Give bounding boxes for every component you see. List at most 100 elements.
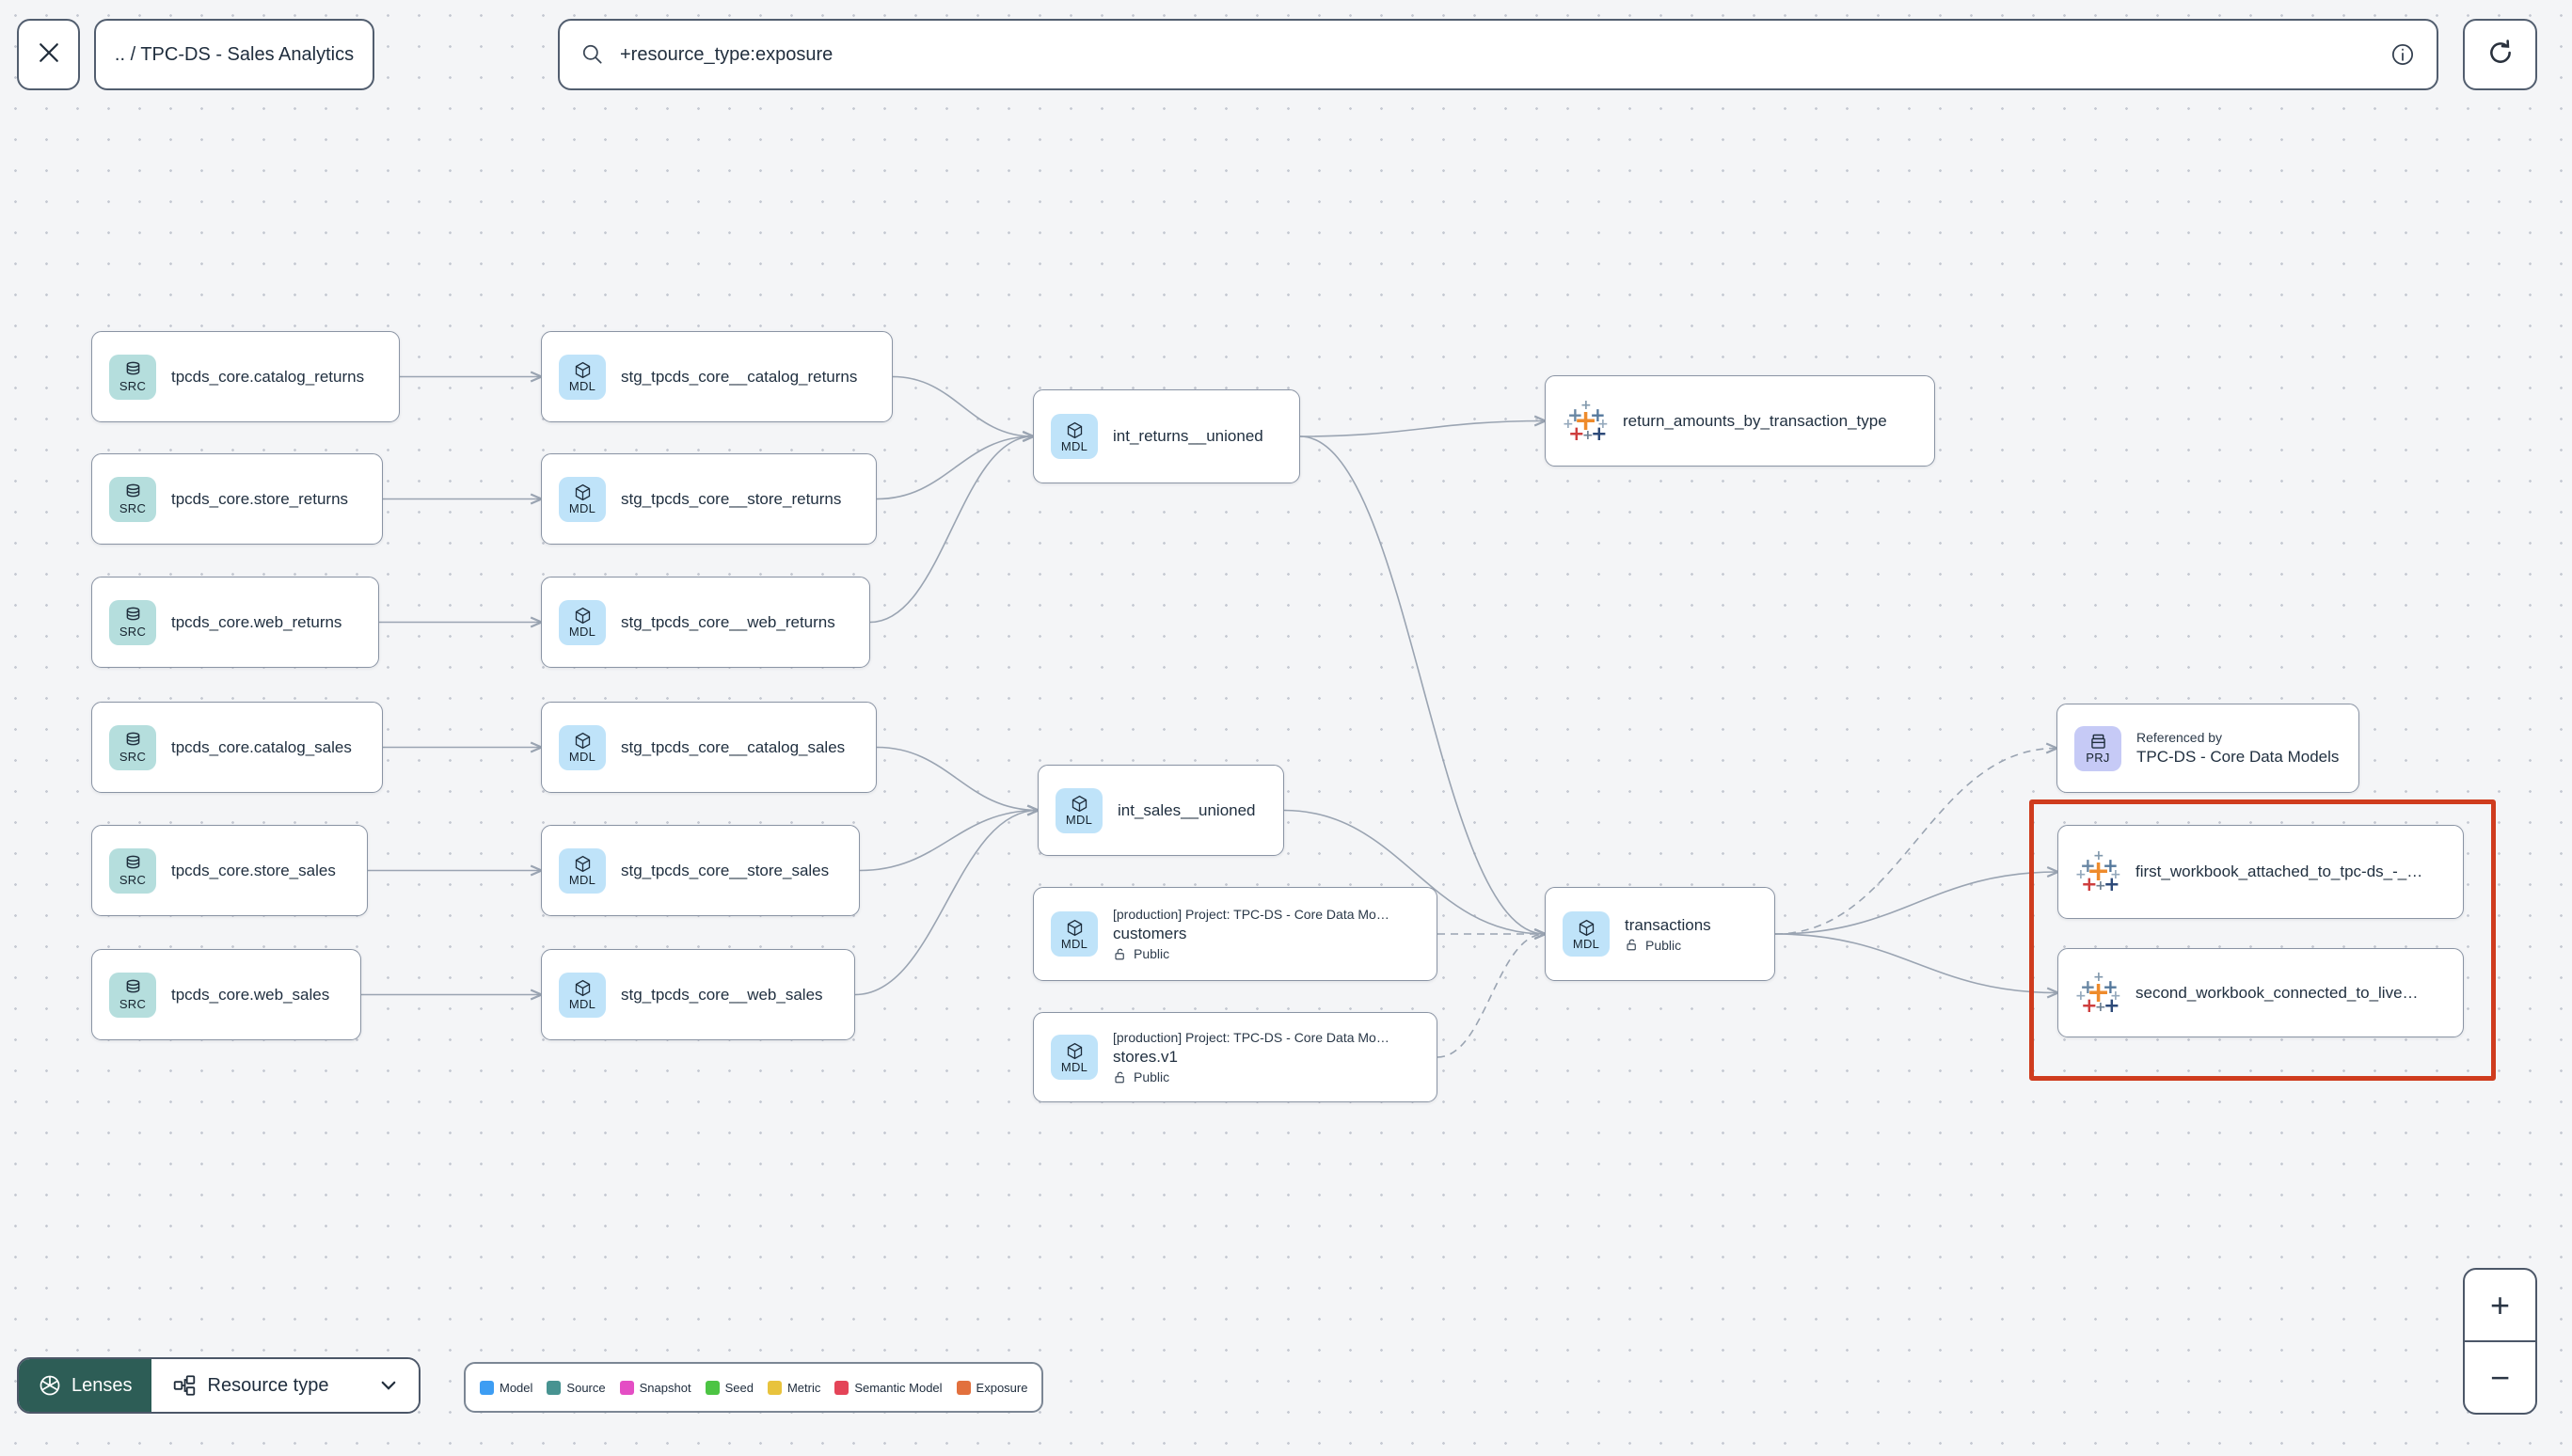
node-badge-source: SRC	[109, 724, 156, 770]
legend-label: Snapshot	[639, 1380, 691, 1395]
node-visibility-label: Public	[1645, 937, 1682, 953]
edge-transactions-to-first_workbook	[1774, 872, 2057, 935]
cube-icon	[1577, 918, 1596, 938]
cube-icon	[1065, 420, 1085, 440]
edge-stores-to-transactions	[1437, 934, 1545, 1058]
lenses-group: Lenses Resource type	[17, 1357, 421, 1414]
search-bar[interactable]	[558, 19, 2438, 90]
edge-stg_web_returns-to-int_returns	[869, 436, 1033, 624]
breadcrumb[interactable]: .. / TPC-DS - Sales Analytics	[94, 19, 374, 90]
node-label: stg_tpcds_core__web_sales	[621, 985, 823, 1004]
edge-stg_store_returns-to-int_returns	[876, 436, 1033, 500]
node-label: tpcds_core.store_sales	[171, 861, 336, 879]
cube-icon	[1070, 794, 1089, 814]
node-badge-label: MDL	[1065, 813, 1093, 827]
node-label: return_amounts_by_transaction_type	[1623, 411, 1887, 430]
graph-node-stores[interactable]: MDL[production] Project: TPC-DS - Core D…	[1033, 1012, 1437, 1102]
node-visibility-label: Public	[1134, 946, 1170, 961]
graph-node-src_catalog_returns[interactable]: SRC tpcds_core.catalog_returns	[91, 331, 400, 422]
node-badge-model: MDL	[1563, 911, 1610, 957]
node-badge-label: SRC	[119, 501, 147, 515]
node-badge-model: MDL	[559, 972, 606, 1018]
search-icon	[580, 42, 605, 67]
node-badge-project: PRJ	[2074, 725, 2121, 771]
node-badge-model: MDL	[559, 847, 606, 894]
edge-transactions-to-referenced_by	[1774, 749, 2056, 935]
node-badge-label: MDL	[1060, 1059, 1088, 1074]
node-badge-source: SRC	[109, 354, 156, 400]
tableau-icon: +++++++++	[2075, 848, 2121, 895]
graph-node-stg_catalog_returns[interactable]: MDL stg_tpcds_core__catalog_returns	[541, 331, 893, 422]
graph-node-src_catalog_sales[interactable]: SRC tpcds_core.catalog_sales	[91, 702, 383, 793]
resource-type-button[interactable]: Resource type	[151, 1359, 419, 1412]
info-icon[interactable]	[2389, 41, 2416, 68]
legend-swatch	[705, 1380, 720, 1395]
graph-node-second_workbook[interactable]: +++++++++second_workbook_connected_to_li…	[2057, 948, 2464, 1037]
node-badge-label: MDL	[568, 379, 596, 393]
node-badge-label: MDL	[1060, 936, 1088, 951]
zoom-out-button[interactable]: −	[2489, 1357, 2511, 1397]
graph-node-src_store_returns[interactable]: SRC tpcds_core.store_returns	[91, 453, 383, 545]
tableau-icon: +++++++++	[2075, 969, 2121, 1017]
refresh-icon	[2485, 37, 2516, 73]
close-button[interactable]	[17, 19, 80, 90]
resource-type-label: Resource type	[207, 1374, 329, 1396]
node-badge-label: SRC	[119, 625, 147, 639]
edge-stg_catalog_returns-to-int_returns	[892, 375, 1033, 437]
edge-stg_store_sales-to-int_sales	[859, 811, 1038, 872]
node-visibility: Public	[1113, 946, 1389, 961]
legend-swatch	[480, 1380, 494, 1395]
search-input[interactable]	[618, 42, 2376, 67]
node-label: tpcds_core.web_sales	[171, 985, 330, 1004]
node-badge-model: MDL	[559, 724, 606, 770]
chevron-down-icon	[379, 1376, 398, 1395]
node-badge-model: MDL	[1056, 787, 1103, 833]
graph-node-customers[interactable]: MDL[production] Project: TPC-DS - Core D…	[1033, 887, 1437, 981]
node-badge-model: MDL	[1051, 1035, 1098, 1080]
edge-stg_web_sales-to-int_sales	[854, 811, 1038, 996]
zoom-in-button[interactable]: +	[2465, 1270, 2535, 1342]
graph-node-stg_web_sales[interactable]: MDL stg_tpcds_core__web_sales	[541, 949, 855, 1040]
breadcrumb-label: .. / TPC-DS - Sales Analytics	[114, 43, 355, 65]
graph-node-first_workbook[interactable]: +++++++++first_workbook_attached_to_tpc-…	[2057, 825, 2464, 919]
graph-node-return_amounts[interactable]: +++++++++return_amounts_by_transaction_t…	[1545, 375, 1935, 467]
node-badge-label: MDL	[568, 501, 596, 515]
cube-icon	[1065, 918, 1085, 938]
node-visibility-label: Public	[1134, 1069, 1170, 1084]
aperture-icon	[38, 1373, 62, 1398]
legend-label: Semantic Model	[854, 1380, 943, 1395]
node-badge-model: MDL	[1051, 414, 1098, 459]
legend-label: Metric	[786, 1380, 821, 1395]
zoom-controls: + −	[2463, 1268, 2537, 1415]
node-label: tpcds_core.catalog_sales	[171, 737, 352, 756]
cube-icon	[573, 731, 593, 751]
node-label: stg_tpcds_core__catalog_returns	[621, 367, 858, 386]
node-label: tpcds_core.catalog_returns	[171, 367, 365, 386]
refresh-button[interactable]	[2463, 19, 2537, 90]
node-badge-label: MDL	[1060, 438, 1088, 453]
legend-swatch	[834, 1380, 849, 1395]
node-badge-model: MDL	[559, 599, 606, 645]
cube-icon	[573, 483, 593, 502]
legend-item-snapshot: Snapshot	[619, 1380, 691, 1395]
node-badge-model: MDL	[559, 476, 606, 522]
edge-stg_catalog_sales-to-int_sales	[876, 746, 1038, 811]
lenses-button[interactable]: Lenses	[19, 1359, 151, 1412]
lock-open-icon	[1113, 1070, 1127, 1084]
node-label: tpcds_core.store_returns	[171, 489, 349, 508]
node-badge-label: MDL	[1572, 936, 1600, 951]
